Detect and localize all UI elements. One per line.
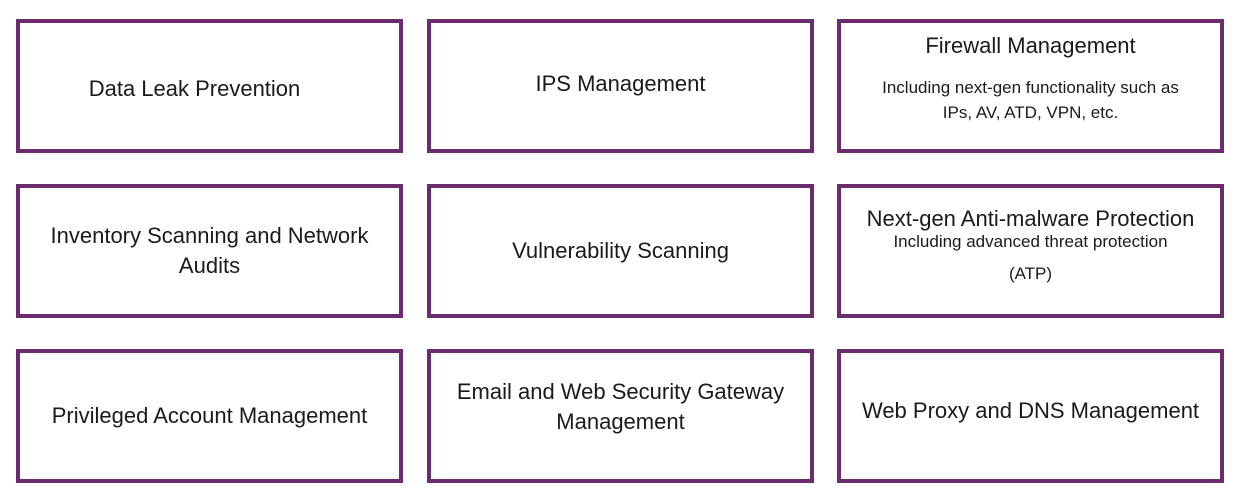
tile-subtitle-line: Including advanced threat protection bbox=[893, 232, 1168, 251]
tile-web-proxy-dns-management: Web Proxy and DNS Management bbox=[837, 349, 1224, 483]
tile-title: Web Proxy and DNS Management bbox=[861, 397, 1200, 423]
tile-data-leak-prevention: Data Leak Prevention bbox=[16, 19, 403, 153]
tile-title: IPS Management bbox=[535, 71, 706, 96]
tile-title: Privileged Account Management bbox=[51, 403, 368, 428]
tile-title: Inventory Scanning and Network Audits bbox=[50, 223, 369, 278]
tile-title: Data Leak Prevention bbox=[88, 75, 301, 101]
tile-email-web-security-gateway: Email and Web Security Gateway Managemen… bbox=[427, 349, 814, 483]
tile-title: Vulnerability Scanning bbox=[512, 238, 729, 263]
tile-privileged-account-management: Privileged Account Management bbox=[16, 349, 403, 483]
tile-ips-management: IPS Management bbox=[427, 19, 814, 153]
tile-subtitle-line: (ATP) bbox=[1008, 264, 1053, 283]
tile-subtitle-line: IPs, AV, ATD, VPN, etc. bbox=[942, 103, 1119, 122]
tile-title: Email and Web Security Gateway Managemen… bbox=[456, 379, 785, 434]
tile-title: Next-gen Anti-malware Protection bbox=[866, 206, 1195, 231]
tile-subtitle-line: Including next-gen functionality such as bbox=[882, 78, 1179, 97]
tile-vulnerability-scanning: Vulnerability Scanning bbox=[427, 184, 814, 318]
tile-firewall-management: Firewall Management Including next-gen f… bbox=[837, 19, 1224, 153]
tile-anti-malware-protection: Next-gen Anti-malware Protection Includi… bbox=[837, 184, 1224, 318]
tile-inventory-scanning: Inventory Scanning and Network Audits bbox=[16, 184, 403, 318]
tile-title: Firewall Management bbox=[925, 33, 1136, 58]
